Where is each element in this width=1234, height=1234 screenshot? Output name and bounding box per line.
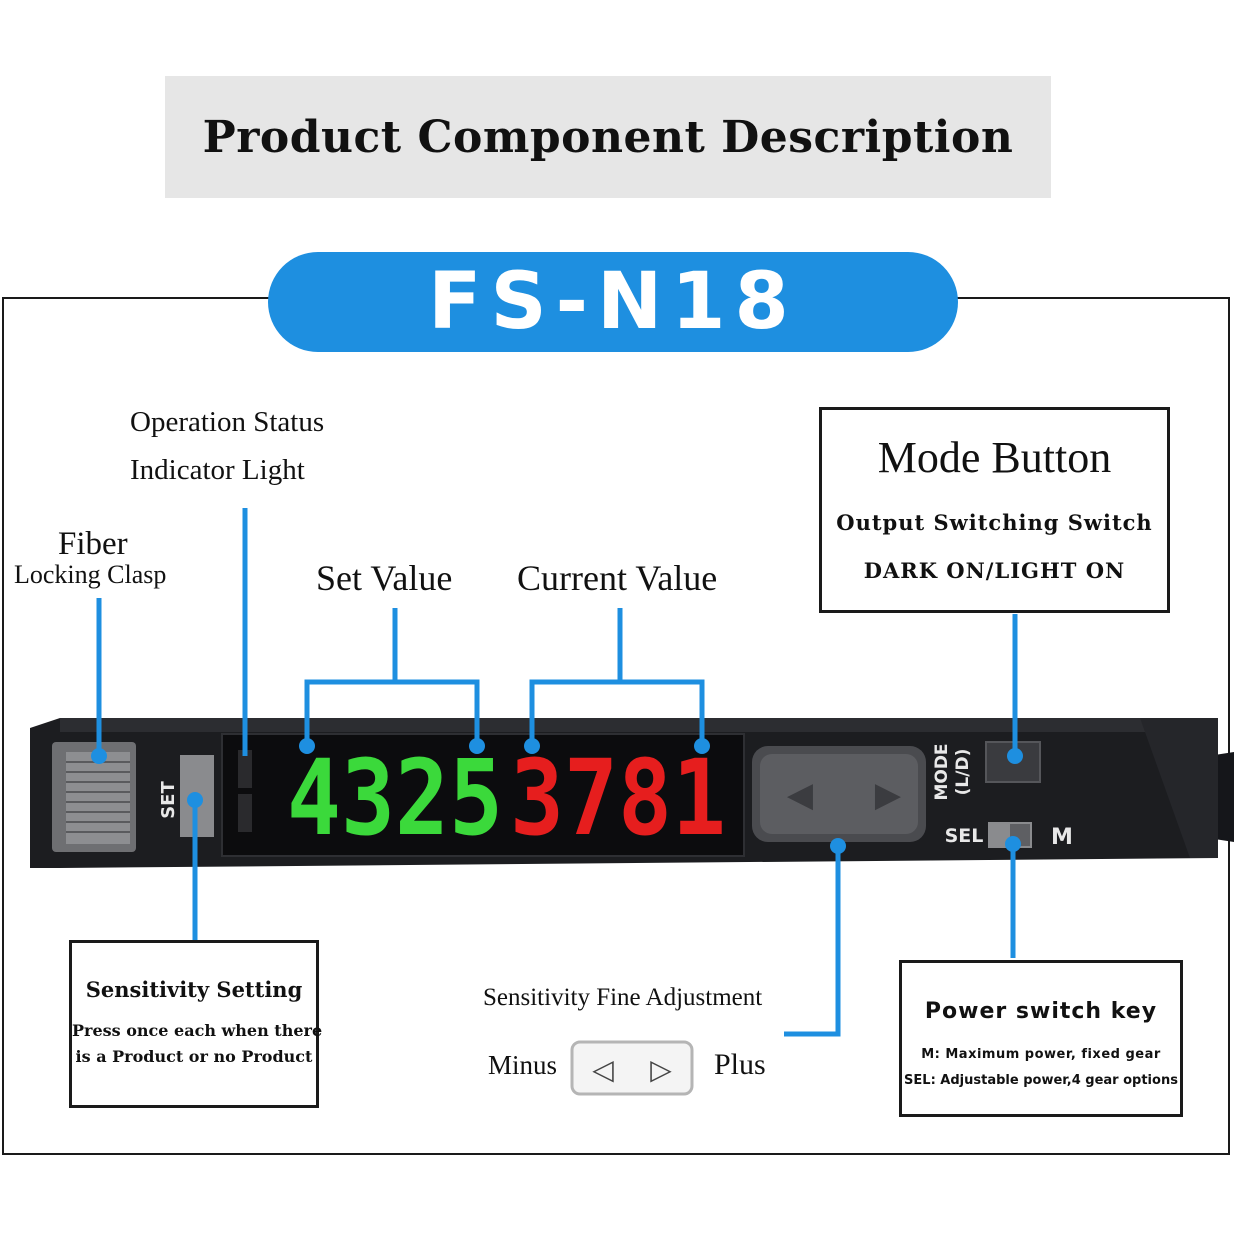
- mode-key-label-line1: MODE: [932, 743, 952, 800]
- fiber-label-line2: Locking Clasp: [14, 560, 167, 589]
- operation-status-label-line2: Indicator Light: [130, 454, 305, 486]
- sensitivity-box-line1: Press once each when there: [72, 1021, 323, 1040]
- m-label: M: [1051, 825, 1073, 850]
- display-window: [221, 733, 745, 857]
- mode-box-line2: DARK ON/LIGHT ON: [863, 558, 1126, 583]
- fine-adjust-icon-button: [570, 1040, 694, 1096]
- power-box-title: Power switch key: [924, 999, 1158, 1024]
- set-value-label: Set Value: [316, 558, 453, 598]
- sel-label: SEL: [945, 825, 984, 847]
- status-indicator-light-top: [238, 750, 252, 788]
- current-value-bracket: [529, 679, 705, 746]
- mode-box-line1: Output Switching Switch: [836, 510, 1153, 535]
- mode-button-callout: Mode Button Output Switching Switch DARK…: [819, 407, 1170, 613]
- minus-arrow-icon: ◁: [592, 1053, 614, 1086]
- page-title: Product Component Description: [202, 111, 1014, 163]
- set-value-display: 4325: [287, 737, 503, 859]
- current-value-display: 3781: [510, 737, 726, 859]
- power-box-line2: SEL: Adjustable power,4 gear options: [904, 1073, 1178, 1088]
- sensitivity-box-title: Sensitivity Setting: [85, 977, 303, 1002]
- model-name: FS-N18: [428, 257, 798, 347]
- fine-adjust-connector: [784, 846, 841, 1037]
- sensitivity-setting-callout: Sensitivity Setting Press once each when…: [69, 940, 323, 1108]
- power-box-line1: M: Maximum power, fixed gear: [921, 1047, 1161, 1062]
- mode-box-title: Mode Button: [877, 433, 1112, 482]
- rocker-left-icon: ◀: [787, 775, 814, 815]
- fine-adjust-label: Sensitivity Fine Adjustment: [483, 984, 763, 1011]
- fiber-clasp-face: [66, 752, 130, 844]
- mode-key-label-line2: (L/D): [953, 749, 973, 796]
- rocker-right-icon: ▶: [875, 775, 902, 815]
- power-switch-callout: Power switch key M: Maximum power, fixed…: [899, 960, 1183, 1117]
- minus-label: Minus: [488, 1050, 558, 1080]
- fiber-label-line1: Fiber: [58, 526, 128, 562]
- plus-arrow-icon: ▷: [650, 1053, 672, 1086]
- plus-label: Plus: [714, 1048, 766, 1081]
- set-value-bracket: [304, 679, 480, 746]
- header-banner: Product Component Description: [165, 76, 1051, 198]
- model-badge: FS-N18: [268, 252, 958, 352]
- device-right-end: [1140, 718, 1218, 858]
- sensitivity-box-line2: is a Product or no Product: [75, 1047, 313, 1066]
- fine-adjust-rocker-face: [760, 754, 918, 834]
- device-top-edge: [60, 718, 1218, 732]
- status-indicator-light-bottom: [238, 794, 252, 832]
- set-key-label: SET: [158, 781, 179, 819]
- operation-status-label-line1: Operation Status: [130, 406, 325, 438]
- current-value-label: Current Value: [517, 558, 718, 598]
